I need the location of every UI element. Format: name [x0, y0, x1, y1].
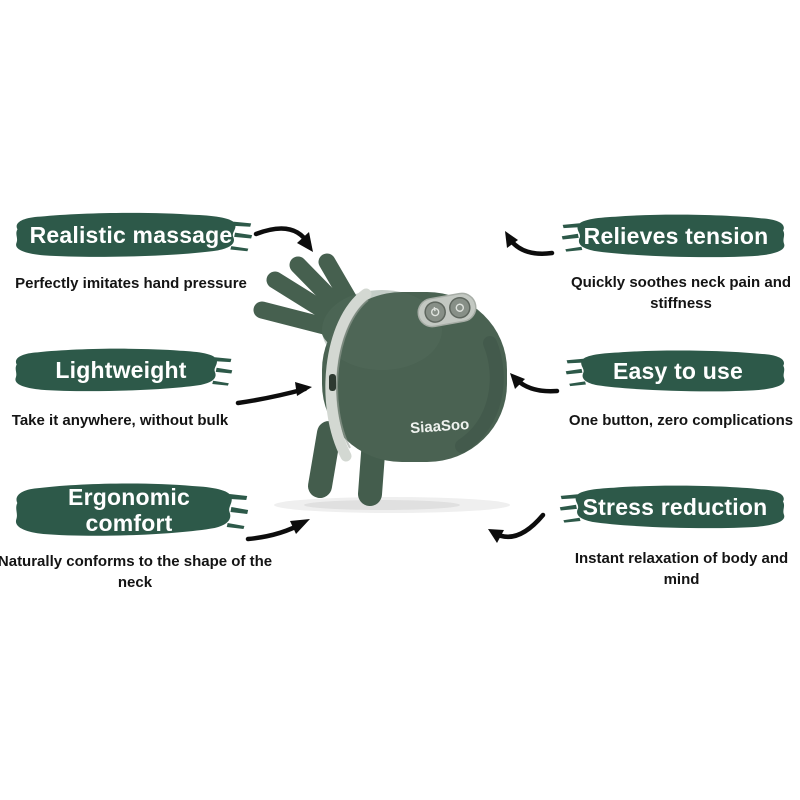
massager-body	[322, 292, 507, 462]
arrow-left-bottom	[245, 520, 306, 542]
feature-banner-lightweight: Lightweight	[8, 345, 234, 397]
silver-band-line	[336, 299, 369, 449]
feature-description: One button, zero complications	[568, 412, 794, 429]
feature-banner-relieves-tension: Relieves tension	[560, 211, 792, 263]
power-glyph-line	[433, 307, 436, 312]
feature-description: Instant relaxation of body and mind	[574, 550, 789, 588]
feature-description: Naturally conforms to the shape of the n…	[0, 553, 273, 591]
arrowhead-right-top	[505, 231, 518, 248]
feature-banner-stress-reduction: Stress reduction	[558, 482, 792, 534]
feature-title: Ergonomic comfort	[68, 484, 190, 536]
brand-label: SiaaSoo	[410, 416, 470, 437]
feature-banner-ergonomic-comfort: Ergonomic comfort	[8, 479, 250, 543]
massager-fingers	[253, 253, 361, 339]
arrow-right-top	[506, 235, 555, 256]
massager-legs	[308, 421, 386, 506]
band-port-slot	[329, 374, 336, 391]
feature-description: Perfectly imitates hand pressure	[15, 275, 247, 292]
arrowhead-left-middle	[295, 382, 312, 396]
product-image: SiaaSoo	[253, 253, 510, 513]
brush-stroke	[15, 348, 233, 392]
power-button-icon	[424, 301, 446, 323]
control-panel-base	[417, 292, 477, 328]
brush-stroke	[15, 483, 249, 536]
massager-palm	[321, 306, 375, 350]
power-glyph	[430, 307, 440, 317]
mode-glyph	[455, 303, 465, 312]
brush-stroke	[559, 485, 785, 529]
feature-title: Stress reduction	[582, 494, 768, 521]
mode-button-icon	[449, 296, 471, 319]
feature-banner-easy-to-use: Easy to use	[564, 347, 792, 397]
body-highlight	[322, 290, 442, 370]
feature-description: Take it anywhere, without bulk	[11, 412, 229, 429]
feature-title: Lightweight	[55, 357, 187, 384]
product-shadow-inner	[304, 500, 460, 510]
control-panel	[417, 292, 477, 328]
feature-title: Easy to use	[612, 358, 744, 385]
arrow-right-bottom	[491, 512, 546, 539]
feature-description: Quickly soothes neck pain and stiffness	[570, 274, 792, 312]
brush-stroke	[565, 350, 785, 392]
brush-stroke	[16, 212, 253, 257]
body-shading	[455, 336, 504, 453]
arrowhead-left-top	[297, 232, 313, 252]
feature-title: Relieves tension	[583, 223, 769, 250]
arrowhead-left-bottom	[290, 519, 310, 534]
arrow-left-middle	[235, 386, 308, 406]
silver-band	[325, 288, 372, 462]
feature-banner-realistic-massage: Realistic massage	[8, 209, 254, 263]
arrowhead-right-middle	[510, 373, 525, 389]
product-shadow	[274, 497, 510, 513]
arrow-right-middle	[512, 375, 560, 394]
arrow-left-top	[253, 226, 312, 248]
brush-stroke	[561, 214, 785, 258]
arrowhead-right-bottom	[488, 529, 504, 543]
feature-title: Realistic massage	[29, 222, 233, 249]
